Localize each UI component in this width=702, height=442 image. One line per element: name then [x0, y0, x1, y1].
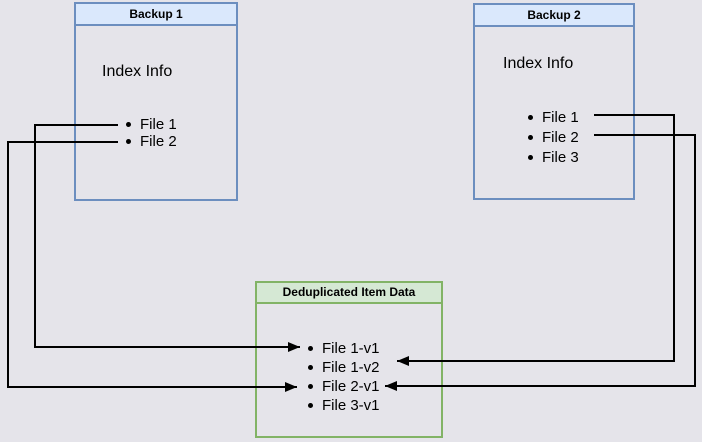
list-item: File 2-v1	[308, 377, 380, 396]
backup2-box: Backup 2 Index Info File 1 File 2 File 3	[473, 3, 635, 200]
dedup-title: Deduplicated Item Data	[257, 283, 441, 304]
backup1-title: Backup 1	[76, 4, 236, 26]
list-item-label: File 1	[542, 108, 579, 126]
backup2-file-list: File 1 File 2 File 3	[528, 107, 579, 167]
list-item-label: File 1-v1	[322, 340, 380, 357]
list-item-label: File 3-v1	[322, 397, 380, 414]
list-item-label: File 2-v1	[322, 378, 380, 395]
list-item-label: File 3	[542, 148, 579, 166]
list-item: File 1	[528, 107, 579, 127]
backup2-index-info-label: Index Info	[503, 55, 574, 72]
bullet-icon	[528, 134, 533, 140]
bullet-icon	[528, 154, 533, 160]
list-item: File 1-v1	[308, 339, 380, 358]
list-item: File 2	[528, 127, 579, 147]
list-item-label: File 2	[140, 133, 177, 150]
bullet-icon	[308, 365, 313, 370]
list-item-label: File 1-v2	[322, 359, 380, 376]
list-item: File 1-v2	[308, 358, 380, 377]
list-item-label: File 1	[140, 116, 177, 133]
list-item-label: File 2	[542, 128, 579, 146]
list-item: File 3	[528, 147, 579, 167]
bullet-icon	[308, 403, 313, 408]
list-item: File 1	[126, 116, 177, 133]
bullet-icon	[126, 122, 131, 127]
backup1-index-info-label: Index Info	[102, 63, 173, 80]
bullet-icon	[308, 346, 313, 351]
list-item: File 3-v1	[308, 396, 380, 415]
backup2-title: Backup 2	[475, 5, 633, 27]
bullet-icon	[308, 384, 313, 389]
list-item: File 2	[126, 133, 177, 150]
bullet-icon	[528, 114, 533, 120]
bullet-icon	[126, 139, 131, 144]
